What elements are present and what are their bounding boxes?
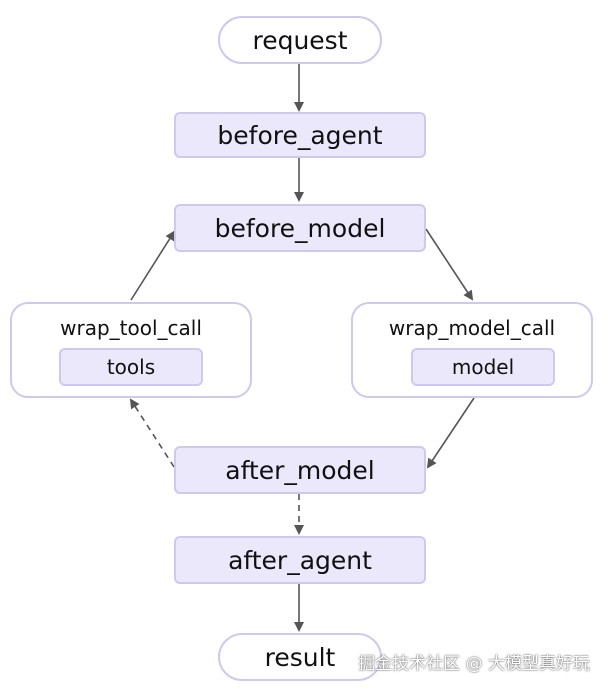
model-node: model — [411, 348, 555, 386]
result-node: result — [218, 633, 382, 681]
after-agent-label: after_agent — [228, 545, 372, 575]
arrow-before-model-to-wrap-model-call — [425, 228, 474, 301]
wrap-model-call-title: wrap_model_call — [388, 316, 556, 340]
tools-node: tools — [59, 348, 203, 386]
arrow-wrap-tool-call-to-before-model — [130, 230, 176, 301]
wrap-tool-call-container: wrap_tool_call tools — [10, 302, 252, 398]
request-node: request — [218, 16, 382, 64]
arrow-after-model-to-wrap-tool-call — [129, 398, 175, 468]
after-model-label: after_model — [225, 455, 375, 485]
result-label: result — [264, 642, 336, 672]
before-agent-node: before_agent — [174, 112, 426, 158]
after-agent-node: after_agent — [174, 536, 426, 584]
tools-label: tools — [106, 355, 156, 379]
before-model-label: before_model — [214, 213, 386, 243]
wrap-model-call-container: wrap_model_call model — [351, 302, 593, 398]
watermark-text: 掘金技术社区 @ 大模型真好玩 — [358, 654, 590, 674]
wrap-tool-call-title: wrap_tool_call — [60, 316, 202, 340]
arrow-wrap-model-call-to-after-model — [426, 397, 475, 469]
before-agent-label: before_agent — [217, 120, 383, 150]
after-model-node: after_model — [174, 446, 426, 494]
before-model-node: before_model — [174, 204, 426, 252]
model-label: model — [451, 355, 515, 379]
request-label: request — [252, 25, 348, 55]
